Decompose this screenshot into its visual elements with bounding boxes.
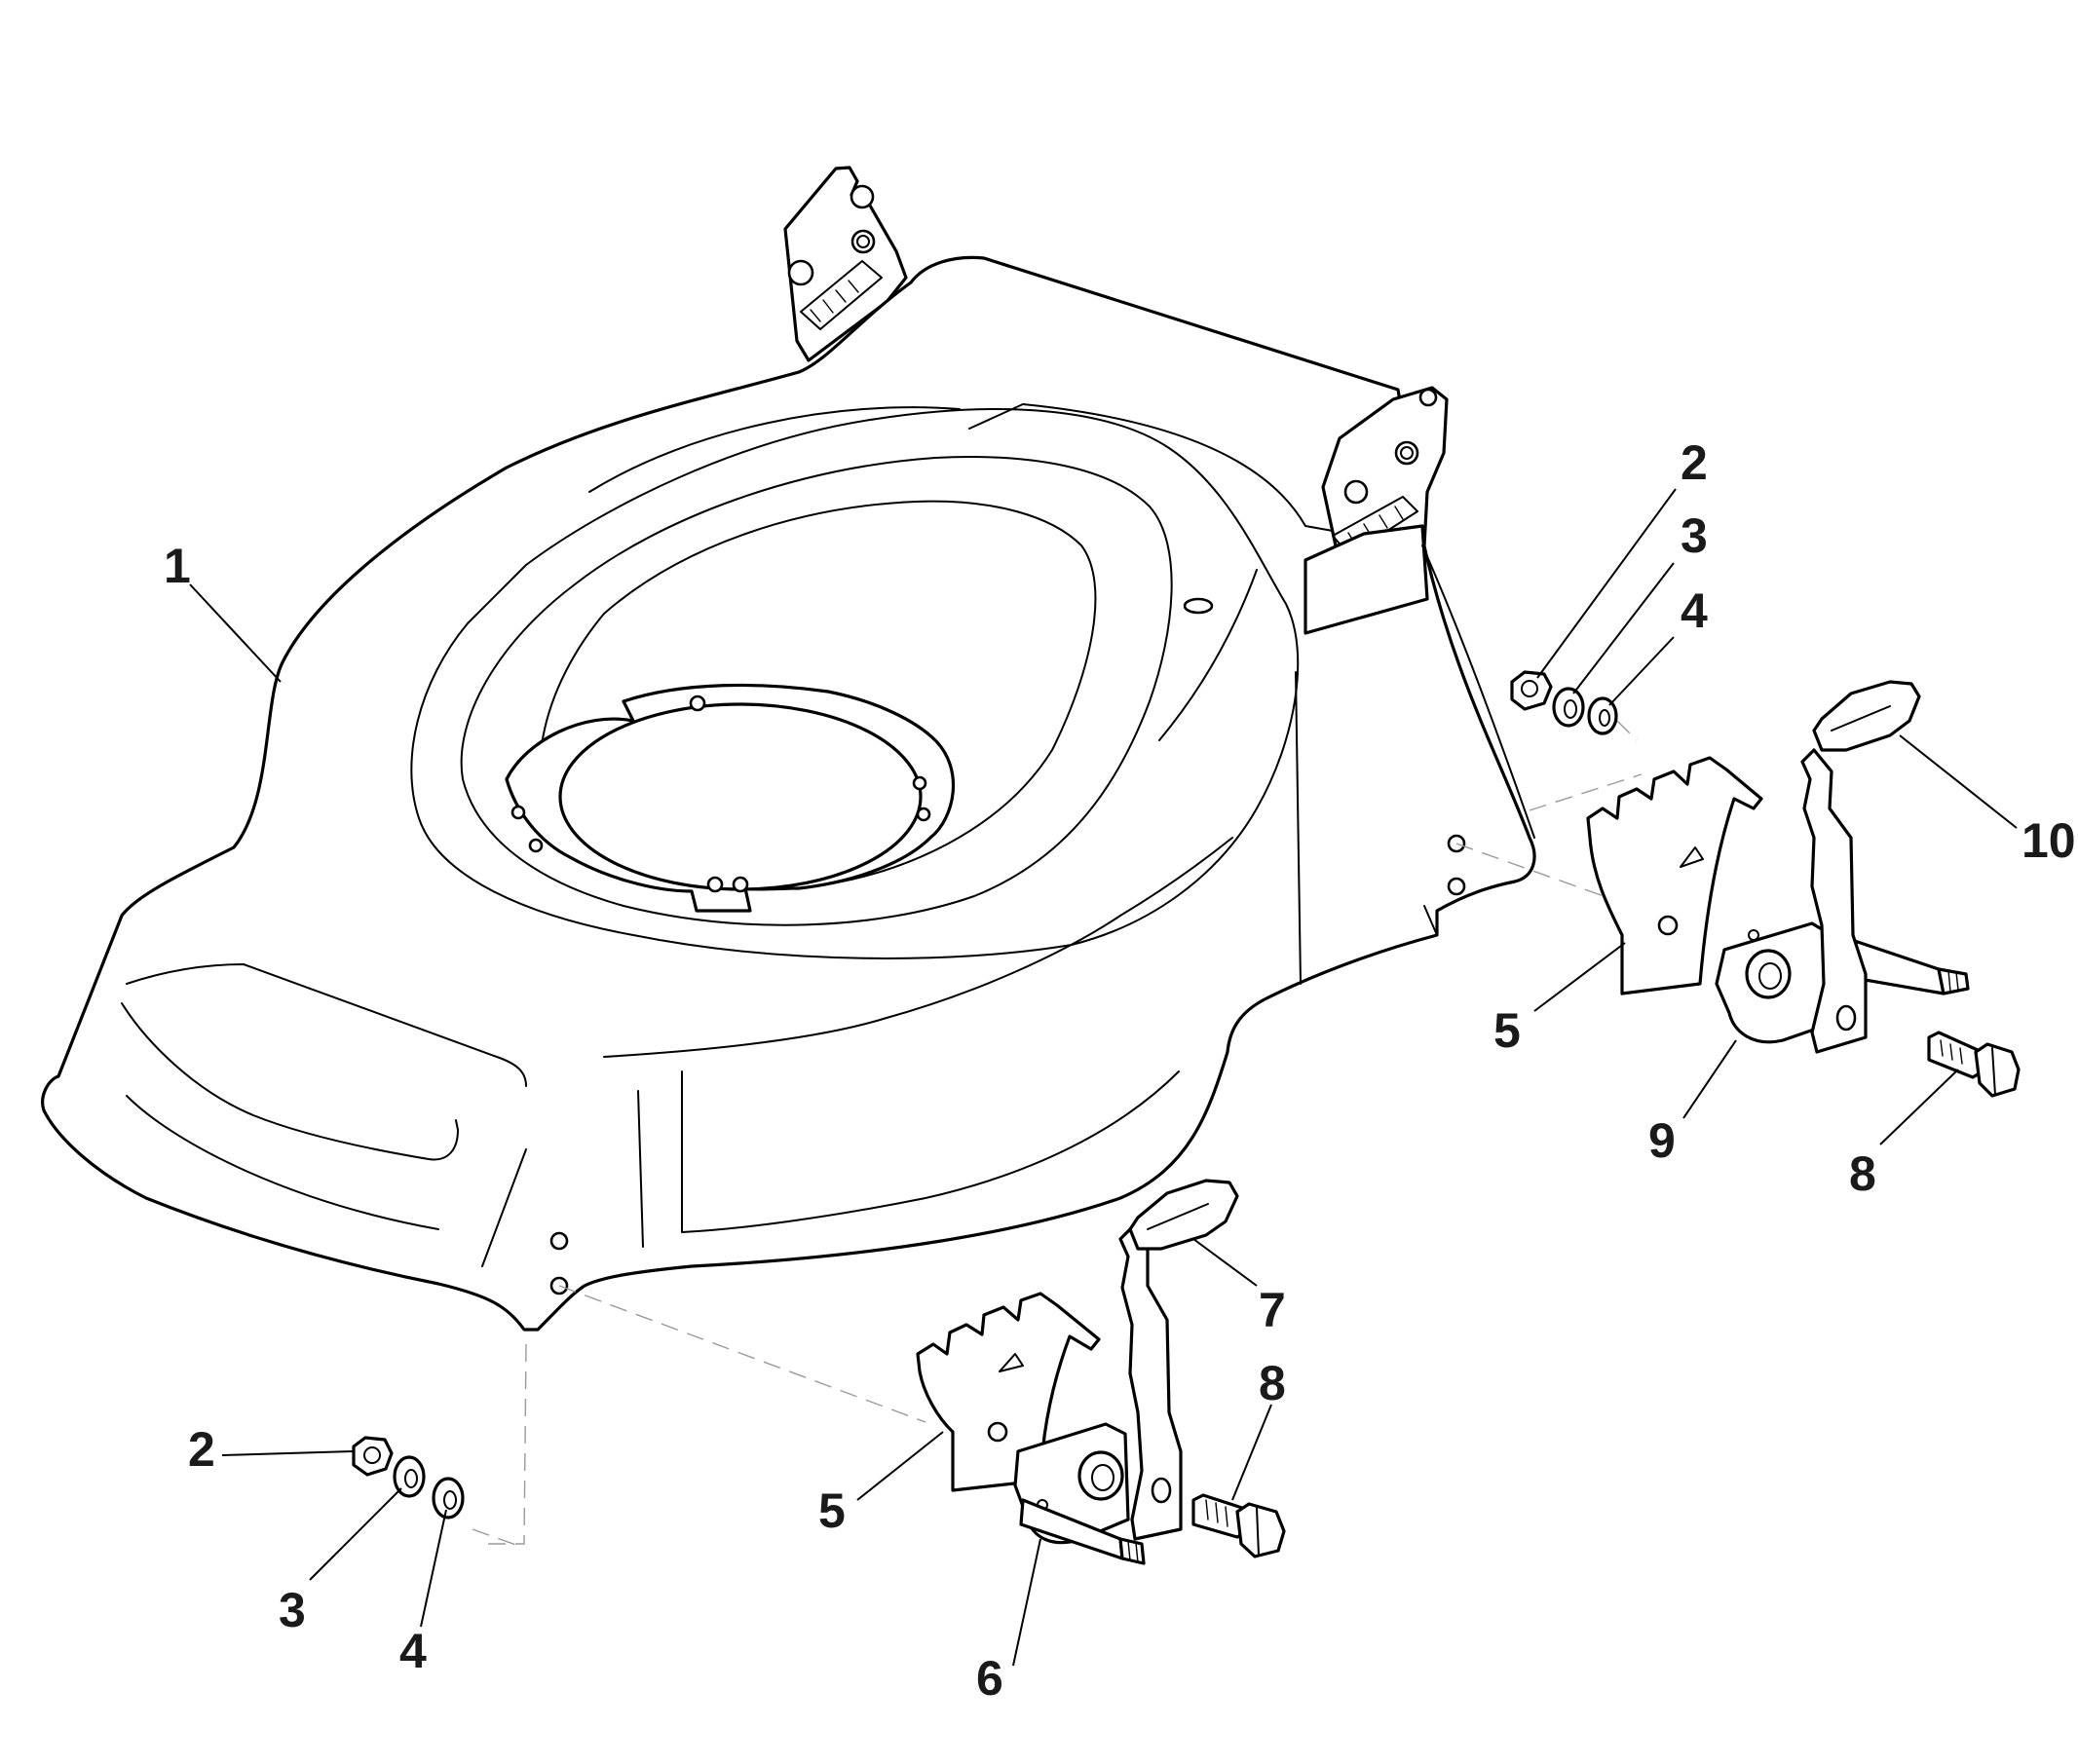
leader-lines <box>189 488 2018 1667</box>
axle-pin-left <box>1019 1498 1146 1565</box>
rear-right-bracket <box>1303 386 1449 635</box>
assembly-guide-lines <box>472 720 1643 1548</box>
washer-left-2 <box>432 1477 465 1520</box>
washer-right-1 <box>1552 687 1585 728</box>
washer-right-2 <box>1587 696 1618 735</box>
callout-7: 7 <box>1259 1283 1286 1337</box>
callout-5: 5 <box>818 1483 846 1538</box>
pivot-plate-right <box>1715 921 1835 1044</box>
callout-10: 10 <box>2021 813 2076 868</box>
mower-deck <box>41 166 1536 1332</box>
callout-3: 3 <box>279 1583 306 1637</box>
right-height-adjuster <box>1586 680 2021 1098</box>
left-nut-washers <box>352 1436 465 1520</box>
hex-nut-right <box>1510 670 1553 711</box>
callout-2: 2 <box>1681 435 1708 490</box>
lever-left <box>1118 1179 1239 1541</box>
callout-6: 6 <box>976 1651 1003 1706</box>
callout-8: 8 <box>1849 1146 1876 1201</box>
callout-1: 1 <box>164 539 191 593</box>
callout-3: 3 <box>1681 508 1708 563</box>
shoulder-bolt-right <box>1927 1031 2021 1098</box>
callout-4: 4 <box>1681 583 1708 638</box>
hex-nut-left <box>352 1436 394 1477</box>
callout-9: 9 <box>1648 1113 1676 1168</box>
callout-8: 8 <box>1259 1356 1286 1410</box>
callout-labels: 1 2 3 4 10 5 9 8 7 8 5 2 3 4 6 <box>164 435 2076 1706</box>
callout-4: 4 <box>399 1624 427 1678</box>
callout-5: 5 <box>1493 1003 1521 1058</box>
toothed-sector-right <box>1586 756 1763 995</box>
left-height-adjuster <box>916 1179 1286 1565</box>
right-nut-washers <box>1510 670 1618 735</box>
washer-left-1 <box>393 1455 426 1498</box>
callout-2: 2 <box>188 1422 215 1477</box>
toothed-sector-left <box>916 1292 1101 1492</box>
shoulder-bolt-left <box>1191 1493 1286 1558</box>
lever-right <box>1800 680 1921 1054</box>
